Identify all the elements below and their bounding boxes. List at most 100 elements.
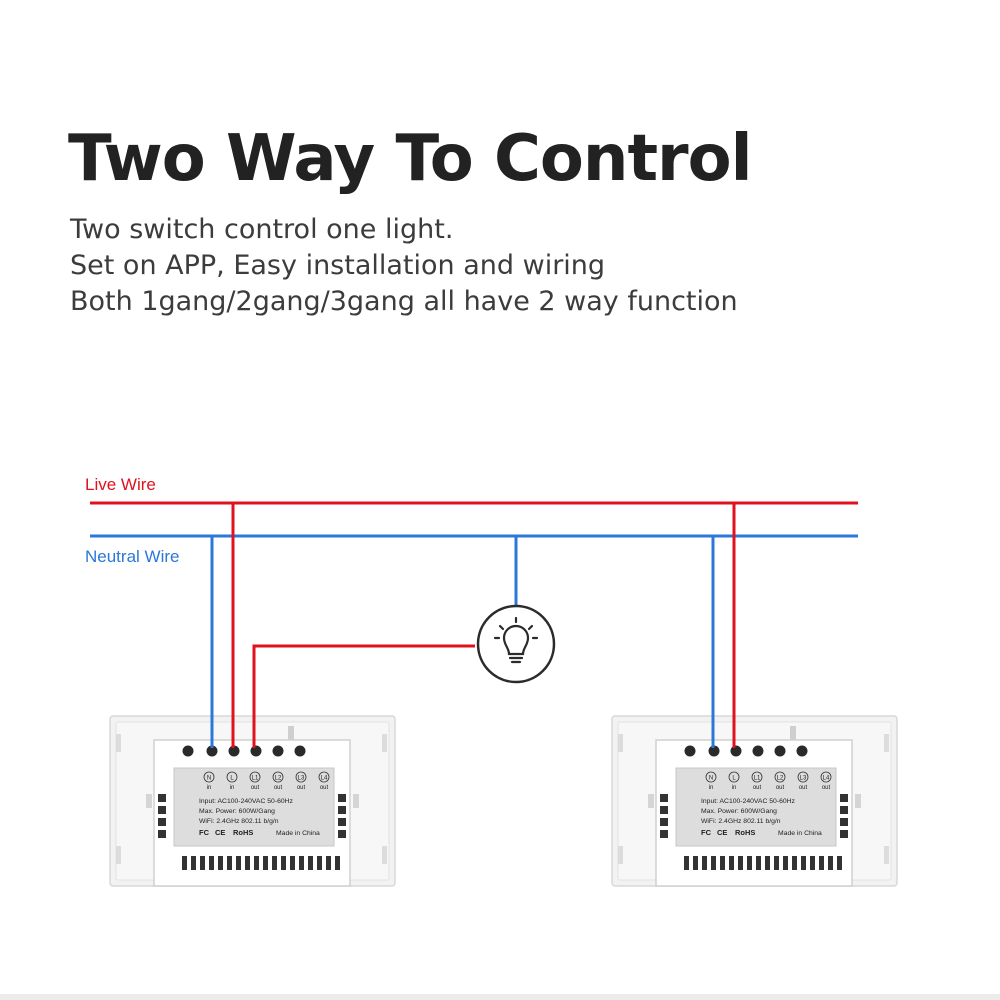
terminal-marker [318,771,330,783]
cooling-fin [182,856,187,870]
cooling-fin [702,856,707,870]
terminal-code: L2 [275,776,282,782]
cooling-fin [819,856,824,870]
terminal-code: L4 [823,776,830,782]
cooling-fin [729,856,734,870]
label-sticker [173,767,335,847]
description-line: Two switch control one light. [70,214,454,245]
terminal-screw [182,745,194,757]
terminal-screw [684,745,696,757]
terminal-marker [705,771,717,783]
mounting-tab [618,846,623,864]
vent-slot [338,818,346,826]
mounting-tab [884,846,889,864]
terminal-direction: out [320,785,329,791]
cooling-fin [245,856,250,870]
cooling-fin [738,856,743,870]
terminal-direction: out [753,785,762,791]
cooling-fin [299,856,304,870]
terminal-screw [774,745,786,757]
terminal-marker [226,771,238,783]
cooling-fin [290,856,295,870]
description-line: Both 1gang/2gang/3gang all have 2 way fu… [70,286,738,317]
description: Two switch control one light. Set on APP… [70,212,738,320]
vent-slot [338,806,346,814]
mounting-tab [884,734,889,752]
terminal-marker [774,771,786,783]
terminal-code: L1 [252,776,259,782]
terminal-direction: out [297,785,306,791]
terminal-screw [206,745,218,757]
terminal-screw [294,745,306,757]
mounting-tab [382,846,387,864]
terminal-direction: out [799,785,808,791]
side-clip [855,794,861,808]
light-bulb [476,604,556,684]
terminal-marker [272,771,284,783]
cooling-fin [227,856,232,870]
cooling-fin [747,856,752,870]
cooling-fin [308,856,313,870]
side-clip [353,794,359,808]
terminal-direction: in [230,785,235,791]
cooling-fin [774,856,779,870]
spec-line: Max. Power: 600W/Gang [199,808,275,815]
cooling-fin [783,856,788,870]
spec-line: Input: AC100-240VAC 50-60Hz [199,798,294,805]
label-sticker [675,767,837,847]
cooling-fin [200,856,205,870]
switch-1-load-wire [252,644,475,748]
terminal-marker [203,771,215,783]
terminal-marker [751,771,763,783]
mounting-tab [618,734,623,752]
cooling-fin [254,856,259,870]
cooling-fin [711,856,716,870]
vent-slot [660,830,668,838]
cert-mark: FC [199,828,210,837]
spec-line: Input: AC100-240VAC 50-60Hz [701,798,796,805]
terminal-direction: out [274,785,283,791]
vent-slot [338,794,346,802]
vent-slot [840,806,848,814]
cooling-fin [281,856,286,870]
cert-mark: FC [701,828,712,837]
terminal-code: L3 [298,776,305,782]
vent-slot [660,806,668,814]
terminal-code: L [230,776,234,782]
cert-mark: CE [215,828,225,837]
terminal-code: L [732,776,736,782]
terminal-marker [249,771,261,783]
made-in-label: Made in China [778,830,822,837]
description-line: Set on APP, Easy installation and wiring [70,250,606,281]
cooling-fin [272,856,277,870]
terminal-direction: in [732,785,737,791]
terminal-screw [250,745,262,757]
cooling-fin [756,856,761,870]
terminal-code: L1 [754,776,761,782]
mounting-tab [288,726,294,740]
bottom-strip [0,994,1000,1000]
mounting-tab [116,846,121,864]
mounting-tab [116,734,121,752]
cooling-fin [317,856,322,870]
cooling-fin [209,856,214,870]
terminal-code: L2 [777,776,784,782]
terminal-direction: out [822,785,831,791]
made-in-label: Made in China [276,830,320,837]
terminal-screw [272,745,284,757]
vent-slot [338,830,346,838]
vent-slot [840,794,848,802]
cooling-fin [218,856,223,870]
terminal-screw [228,745,240,757]
terminal-code: L3 [800,776,807,782]
vent-slot [158,818,166,826]
terminal-marker [728,771,740,783]
spec-line: WiFi: 2.4GHz 802.11 b/g/n [199,818,279,825]
bulb-circle [476,604,556,684]
terminal-direction: out [251,785,260,791]
side-clip [146,794,152,808]
terminal-code: L4 [321,776,328,782]
terminal-marker [295,771,307,783]
terminal-direction: in [207,785,212,791]
